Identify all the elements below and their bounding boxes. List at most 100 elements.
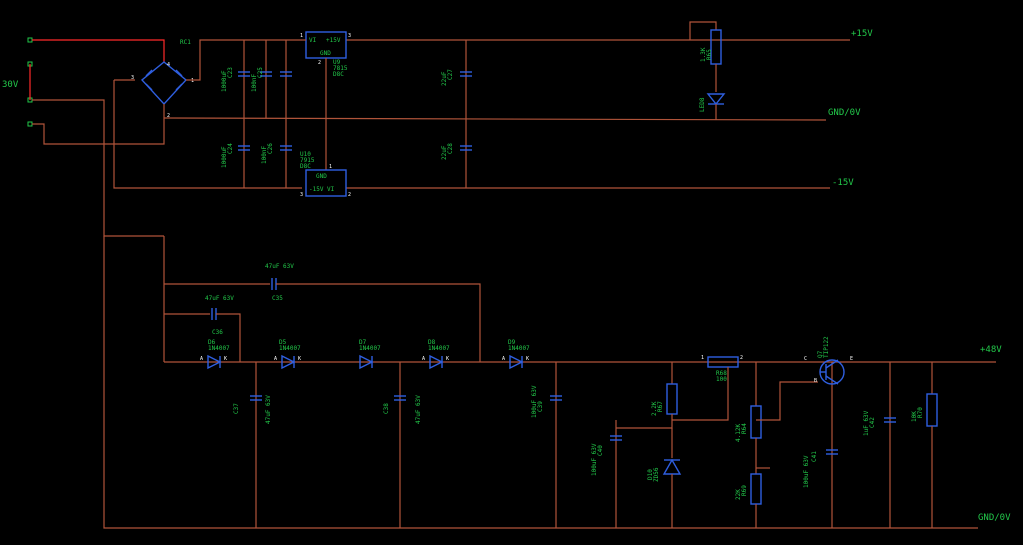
svg-text:2: 2 [348,192,351,198]
resistor-r68[interactable]: 1 2 R68 100 [701,355,743,383]
svg-text:D8C: D8C [333,71,344,78]
svg-text:22uF: 22uF [441,145,448,160]
cap-c37[interactable]: C37 47uF 63V [233,362,272,528]
svg-text:LED8: LED8 [699,97,706,112]
resistor-r69[interactable]: 22K R69 [735,473,762,528]
svg-text:D9: D9 [508,339,516,346]
svg-text:K: K [446,356,449,362]
regulator-u9[interactable]: VI +15V GND 1 3 2 U9 7815 D8C [300,31,351,78]
cap-c35[interactable]: 47uF 63V C35 [163,236,481,362]
svg-text:3: 3 [348,33,351,39]
diode-d6[interactable]: D6 1N4007 A K [200,339,230,370]
svg-text:22K: 22K [735,489,742,500]
net-p15: +15V [851,29,873,39]
cap-c36[interactable]: 47uF 63V C36 [164,295,241,362]
svg-text:C23: C23 [227,67,234,78]
svg-text:1: 1 [300,33,303,39]
cap-c40[interactable]: 100uF 63V C40 [591,420,622,528]
svg-text:100uF 63V: 100uF 63V [803,455,810,488]
resistor-r64[interactable]: 4.12K R64 [735,362,762,474]
cap-c41[interactable]: 100uF 63V C41 [803,362,838,528]
svg-text:1.3K: 1.3K [700,47,707,62]
svg-text:100uF 63V: 100uF 63V [531,385,538,418]
svg-text:C40: C40 [597,445,604,456]
svg-text:10K: 10K [911,411,918,422]
svg-text:A: A [422,356,425,362]
svg-text:1000uF: 1000uF [221,70,228,92]
svg-text:3: 3 [300,192,303,198]
svg-text:1N4007: 1N4007 [279,345,301,352]
diode-d5[interactable]: D5 1N4007 A K [274,339,301,370]
svg-text:C41: C41 [811,451,818,462]
svg-text:22uF: 22uF [441,71,448,86]
svg-text:2: 2 [740,355,743,361]
transistor-q7[interactable]: Q7 TIP122 B C E [804,336,853,385]
net-gnd-bottom: GND/0V [978,513,1011,523]
svg-text:C26: C26 [267,143,274,154]
filter-caps-mid: 1000uF C24 100nF C26 22uF C28 [221,118,472,188]
zener-d10[interactable]: D10 ZD56 [647,428,682,528]
svg-text:+15V: +15V [326,37,341,44]
svg-text:-15V VI: -15V VI [309,186,335,193]
svg-text:R69: R69 [741,485,748,496]
svg-text:C39: C39 [537,401,544,412]
svg-text:GND: GND [320,50,331,57]
svg-text:R68: R68 [716,370,727,377]
svg-text:1uF 63V: 1uF 63V [863,410,870,436]
net-p48: +48V [980,345,1002,355]
terminal-4[interactable] [27,121,33,127]
svg-text:7815: 7815 [333,65,348,72]
svg-text:100uF 63V: 100uF 63V [591,443,598,476]
diode-d8[interactable]: D8 1N4007 A K [422,339,450,370]
diode-d7[interactable]: D7 1N4007 [359,339,381,370]
svg-text:47uF 63V: 47uF 63V [265,263,294,270]
svg-text:C37: C37 [233,403,240,414]
input-terminals: 30V [2,37,33,127]
svg-text:E: E [850,356,853,362]
svg-text:C38: C38 [383,403,390,414]
svg-text:1: 1 [329,164,332,170]
svg-text:K: K [224,356,227,362]
svg-text:3: 3 [131,75,134,81]
svg-text:D8: D8 [428,339,436,346]
net-gnd-top: GND/0V [828,108,861,118]
svg-text:U9: U9 [333,59,341,66]
svg-text:47uF 63V: 47uF 63V [265,395,272,424]
svg-text:D5: D5 [279,339,287,346]
cap-c38[interactable]: C38 47uF 63V [383,362,422,528]
diode-d9[interactable]: D9 1N4007 A K [502,339,530,370]
cap-c39[interactable]: 100uF 63V C39 [531,362,562,528]
terminal-1[interactable] [27,37,33,43]
svg-text:GND: GND [316,173,327,180]
svg-text:R64: R64 [741,423,748,434]
led-led8[interactable] [706,93,726,106]
resistor-r70[interactable]: 10K R70 [911,362,938,528]
cap-c42[interactable]: 1uF 63V C42 [863,362,896,528]
svg-text:TIP122: TIP122 [823,336,830,358]
svg-text:1000uF: 1000uF [221,146,228,168]
svg-text:2: 2 [318,60,321,66]
svg-text:C: C [804,356,807,362]
svg-text:1N4007: 1N4007 [359,345,381,352]
svg-text:ZD56: ZD56 [653,467,660,482]
resistor-r67[interactable]: 2.2K R67 [616,362,678,429]
regulator-u10[interactable]: GND -15V VI 1 3 2 U10 7915 D8C [300,151,351,198]
bridge-ref: RC1 [180,39,191,46]
svg-text:7915: 7915 [300,157,315,164]
svg-text:A: A [274,356,277,362]
svg-text:D6: D6 [208,339,216,346]
bridge-rectifier[interactable]: RC1 4 3 1 2 [131,39,194,119]
svg-text:VI: VI [309,37,317,44]
svg-text:B: B [814,378,817,384]
svg-text:R67: R67 [657,401,664,412]
svg-text:U10: U10 [300,151,311,158]
svg-text:1: 1 [191,78,194,84]
svg-text:K: K [298,356,301,362]
svg-text:C24: C24 [227,143,234,154]
svg-text:D8C: D8C [300,163,311,170]
svg-text:C27: C27 [447,69,454,80]
svg-text:2.2K: 2.2K [651,401,658,416]
svg-text:A: A [200,356,203,362]
svg-text:47uF 63V: 47uF 63V [415,395,422,424]
